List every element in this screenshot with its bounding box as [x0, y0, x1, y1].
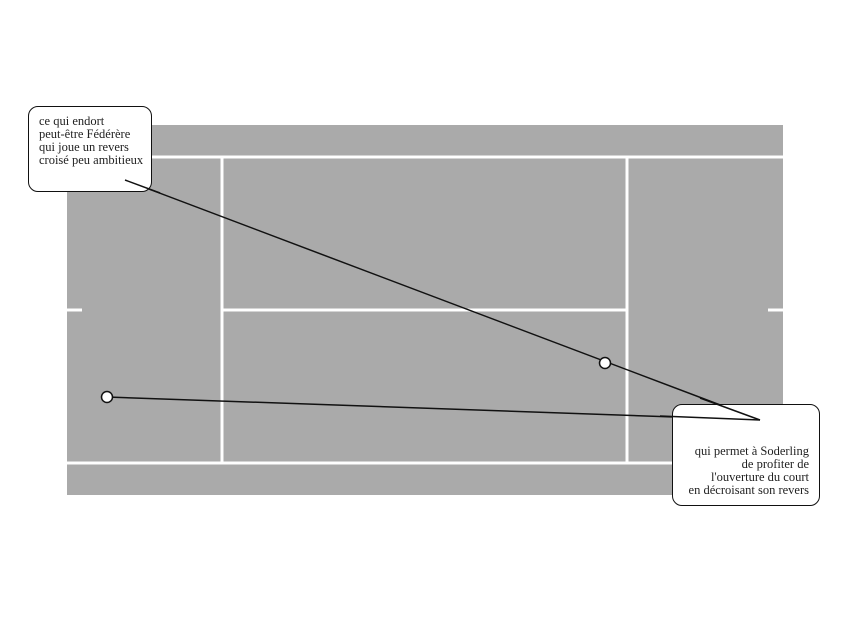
callout-soderling: qui permet à Soderling de profiter de l'…: [672, 404, 820, 506]
callout-line: ce qui endort: [39, 114, 105, 128]
callout-line: en décroisant son revers: [688, 483, 809, 497]
callout-line: peut-être Fédérère: [39, 127, 131, 141]
callout-federer: ce qui endort peut-être Fédérère qui jou…: [28, 106, 152, 192]
callout-line: qui joue un revers: [39, 140, 129, 154]
ball-position-1: [598, 356, 612, 370]
callout-line: croisé peu ambitieux: [39, 153, 144, 167]
ball-position-2: [100, 390, 114, 404]
callout-line: l'ouverture du court: [710, 470, 809, 484]
callout-line: qui permet à Soderling: [694, 444, 809, 458]
shot-trajectory-crosscourt: [124, 179, 761, 421]
shot-trajectory-down-the-line: [106, 396, 761, 421]
callout-line: de profiter de: [741, 457, 809, 471]
